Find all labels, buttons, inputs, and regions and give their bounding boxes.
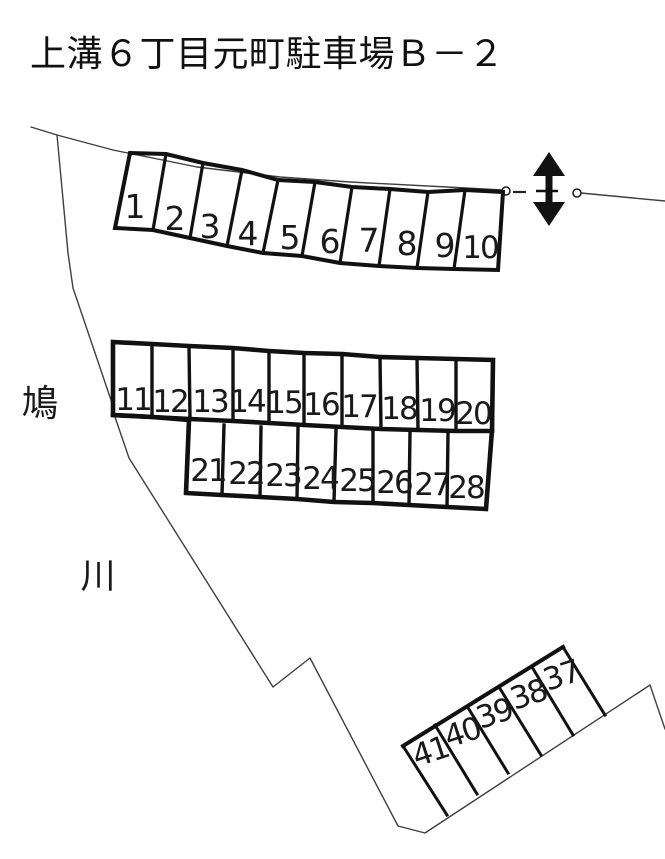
parking-block-11-28: 11 12 13 14 15 16 17 18 19 20 21 22 23 2… [110,339,496,512]
page-title: 上溝６丁目元町駐車場Ｂ－２ [30,34,505,75]
stall-number: 18 [381,391,417,427]
stall-number: 25 [339,463,375,499]
two-way-arrow-icon [533,152,565,226]
stall-number: 22 [228,456,263,492]
stall-dividers [150,342,458,509]
stall-number: 9 [435,226,456,265]
river-label-hato: 鳩 [22,382,59,425]
stall-number: 8 [397,224,418,263]
stall-number: 19 [419,393,455,429]
stall-number: 6 [320,222,341,261]
stall-number: 15 [266,385,302,421]
stall-number: 13 [192,384,228,420]
boundary-west-river-line [56,134,665,834]
stall-number: 26 [376,465,412,501]
entrance-gate [501,152,582,226]
stall-number: 2 [165,199,186,238]
gate-post-icon [572,188,582,198]
parking-row-top-edge [400,644,566,749]
boundary-east-road-line [580,192,665,202]
boundary-north-line [30,126,503,191]
property-boundary [30,126,665,834]
parking-row-37-41: 41 40 39 38 37 [400,644,608,818]
stall-number: 12 [152,384,187,420]
stall-number: 10 [462,230,498,266]
stall-number: 14 [229,384,265,420]
stall-number: 21 [190,453,225,489]
stall-number: 3 [200,207,221,246]
stall-number: 1 [125,187,146,226]
stall-number: 7 [359,221,380,260]
stall-number: 23 [265,458,301,494]
stall-number: 16 [303,387,339,423]
stall-number: 27 [414,467,450,503]
parking-row-outline [112,150,506,273]
stall-number: 20 [455,396,491,432]
parking-row-1-10: 1 2 3 4 5 6 7 8 9 10 [112,150,506,273]
stall-number: 24 [302,461,338,497]
stall-number: 17 [341,389,377,425]
stall-number: 5 [280,218,301,257]
stall-dividers [151,152,467,271]
stall-dividers [400,644,608,818]
stall-number: 28 [448,470,484,506]
stall-number: 4 [238,214,259,253]
stall-number: 11 [115,382,150,418]
river-label-kawa: 川 [80,557,115,597]
